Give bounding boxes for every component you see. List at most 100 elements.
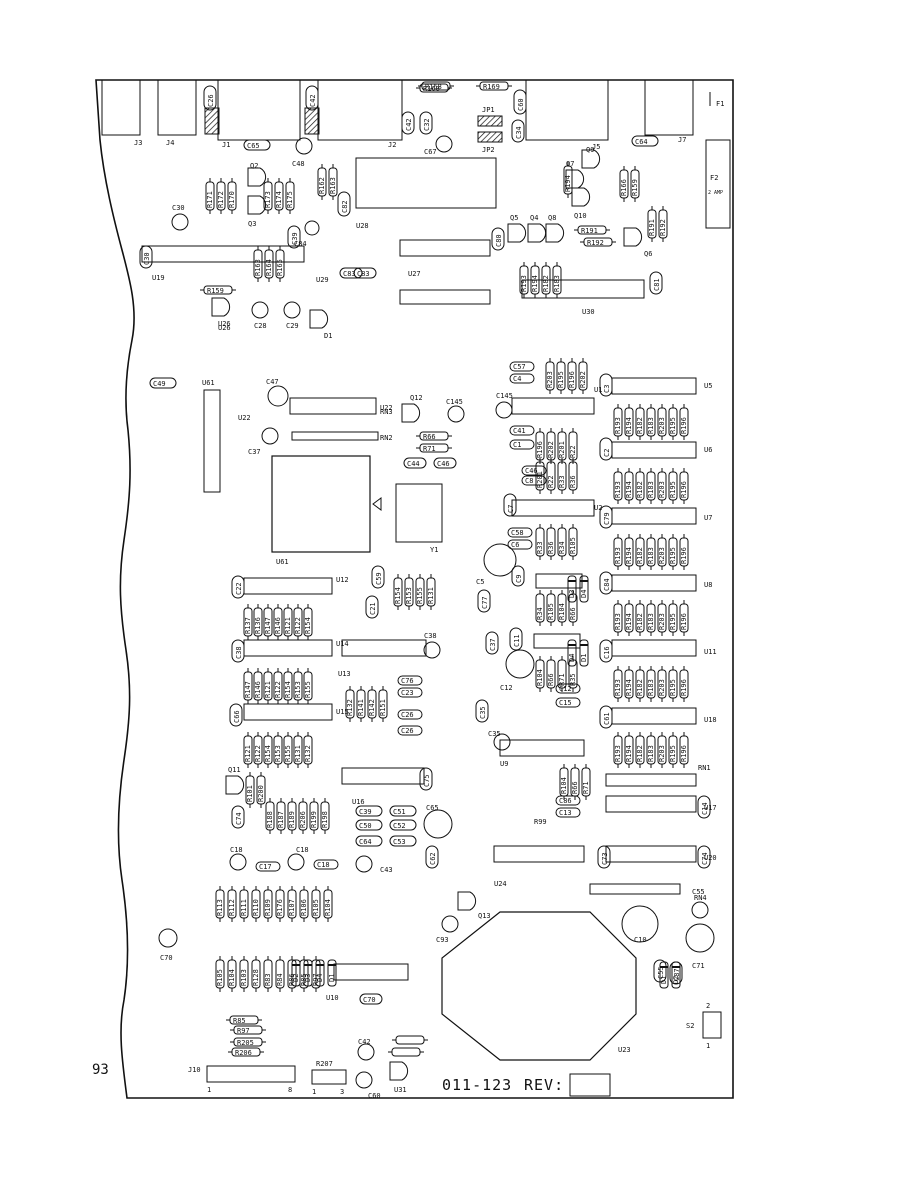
svg-text:R174: R174 xyxy=(275,191,283,208)
electrolytic-capacitor: C38 xyxy=(423,632,441,659)
chip-u12: U12 xyxy=(243,576,349,595)
capacitor: C57 xyxy=(509,361,535,372)
svg-text:RN3: RN3 xyxy=(380,408,393,416)
svg-text:Q12: Q12 xyxy=(410,394,423,402)
resistor: R122 xyxy=(253,732,263,768)
svg-text:R193: R193 xyxy=(614,417,622,434)
resistor: R182 xyxy=(635,468,645,504)
svg-text:011-123: 011-123 xyxy=(442,1076,512,1094)
svg-text:R199: R199 xyxy=(310,811,318,828)
chip-label: U22 xyxy=(238,414,251,422)
resistor: R194 xyxy=(624,468,634,504)
capacitor: C17 xyxy=(255,861,281,872)
resistor: R155 xyxy=(415,574,425,610)
transistor: Q12 xyxy=(401,394,423,423)
resistor: R147 xyxy=(243,668,253,704)
electrolytic-capacitor: C71 xyxy=(685,923,715,970)
resistor: R166 xyxy=(619,166,629,202)
svg-text:R121: R121 xyxy=(244,745,252,762)
svg-text:C28: C28 xyxy=(254,322,267,330)
svg-text:C18: C18 xyxy=(230,846,243,854)
svg-text:R182: R182 xyxy=(542,275,550,292)
electrolytic-capacitor: C42 xyxy=(357,1038,375,1061)
resistor: R195 xyxy=(668,534,678,570)
capacitor: C18 xyxy=(313,859,339,870)
svg-text:R183: R183 xyxy=(647,745,655,762)
svg-text:R155: R155 xyxy=(304,681,312,698)
capacitor: C46 xyxy=(521,465,547,476)
svg-text:REV:: REV: xyxy=(524,1076,564,1094)
diode: D4 xyxy=(567,639,577,667)
transistor: Q2 xyxy=(247,162,267,187)
chip-u11: U11 xyxy=(611,639,717,657)
resistor: R159 xyxy=(630,166,640,202)
svg-text:R159: R159 xyxy=(207,287,224,295)
svg-text:C16: C16 xyxy=(603,646,611,659)
resistor: R66 xyxy=(570,764,580,800)
svg-text:1: 1 xyxy=(706,1042,710,1050)
resistor: R194 xyxy=(530,262,540,298)
resistor: R175 xyxy=(285,178,295,214)
resistor: R202 xyxy=(578,358,588,394)
electrolytic-capacitor: C70 xyxy=(158,928,178,962)
resistor: R105 xyxy=(568,524,578,560)
svg-text:C8: C8 xyxy=(525,477,533,485)
resistor: R155 xyxy=(303,668,313,704)
svg-text:R105: R105 xyxy=(312,899,320,916)
svg-text:R194: R194 xyxy=(625,547,633,564)
svg-text:C42: C42 xyxy=(358,1038,371,1046)
resistor: R131 xyxy=(293,732,303,768)
svg-text:C3: C3 xyxy=(603,385,611,393)
resistor: R203 xyxy=(657,404,667,440)
svg-text:R33: R33 xyxy=(558,475,566,488)
chip-u1: U1 xyxy=(511,386,602,415)
diode: D4 xyxy=(315,959,325,987)
svg-text:R176: R176 xyxy=(276,899,284,916)
svg-text:R192: R192 xyxy=(587,239,604,247)
capacitor: C26 xyxy=(397,725,423,736)
svg-text:R183: R183 xyxy=(647,679,655,696)
resistor: R172 xyxy=(216,178,226,214)
electrolytic-capacitor: C48 xyxy=(292,137,313,168)
electrolytic-capacitor: C5 xyxy=(476,543,517,586)
svg-text:R159: R159 xyxy=(631,179,639,196)
svg-text:U11: U11 xyxy=(704,648,717,656)
transistor: Q11 xyxy=(225,766,245,795)
svg-text:R194: R194 xyxy=(531,275,539,292)
resistor: R194 xyxy=(624,534,634,570)
capacitor: C83 xyxy=(353,267,377,279)
resistor: R196 xyxy=(679,600,689,636)
capacitor: C53 xyxy=(389,835,417,847)
resistor: R136 xyxy=(253,604,263,640)
resistor: R196 xyxy=(679,732,689,768)
svg-text:U29: U29 xyxy=(316,276,329,284)
resistor xyxy=(392,1035,428,1045)
chip-u22: U22 xyxy=(289,397,393,415)
electrolytic-capacitor: C145 xyxy=(495,392,513,419)
svg-text:J1: J1 xyxy=(222,141,230,149)
svg-text:U15: U15 xyxy=(336,708,349,716)
svg-text:JP1: JP1 xyxy=(482,106,495,114)
capacitor: C2 xyxy=(599,437,613,461)
svg-text:R189: R189 xyxy=(288,811,296,828)
diode: D3 xyxy=(303,959,313,987)
svg-text:C5: C5 xyxy=(476,578,484,586)
svg-text:C66: C66 xyxy=(233,710,241,723)
resistor: R169 xyxy=(476,81,512,91)
chip-u15: U15 xyxy=(243,703,349,721)
capacitor: C26 xyxy=(203,85,217,111)
svg-text:R71: R71 xyxy=(423,445,436,453)
svg-text:R203: R203 xyxy=(658,481,666,498)
resistor: R196 xyxy=(679,666,689,702)
svg-text:R122: R122 xyxy=(274,681,282,698)
resistor: R110 xyxy=(251,886,261,922)
svg-text:1: 1 xyxy=(312,1088,316,1096)
svg-text:U22: U22 xyxy=(238,414,251,422)
svg-text:R122: R122 xyxy=(294,617,302,634)
capacitor: C38 xyxy=(231,639,245,663)
svg-text:C74: C74 xyxy=(235,812,243,825)
svg-text:R195: R195 xyxy=(669,481,677,498)
chip-u61: U61 xyxy=(202,379,221,493)
electrolytic-capacitor: C18 xyxy=(287,846,309,871)
svg-text:U8: U8 xyxy=(704,581,712,589)
